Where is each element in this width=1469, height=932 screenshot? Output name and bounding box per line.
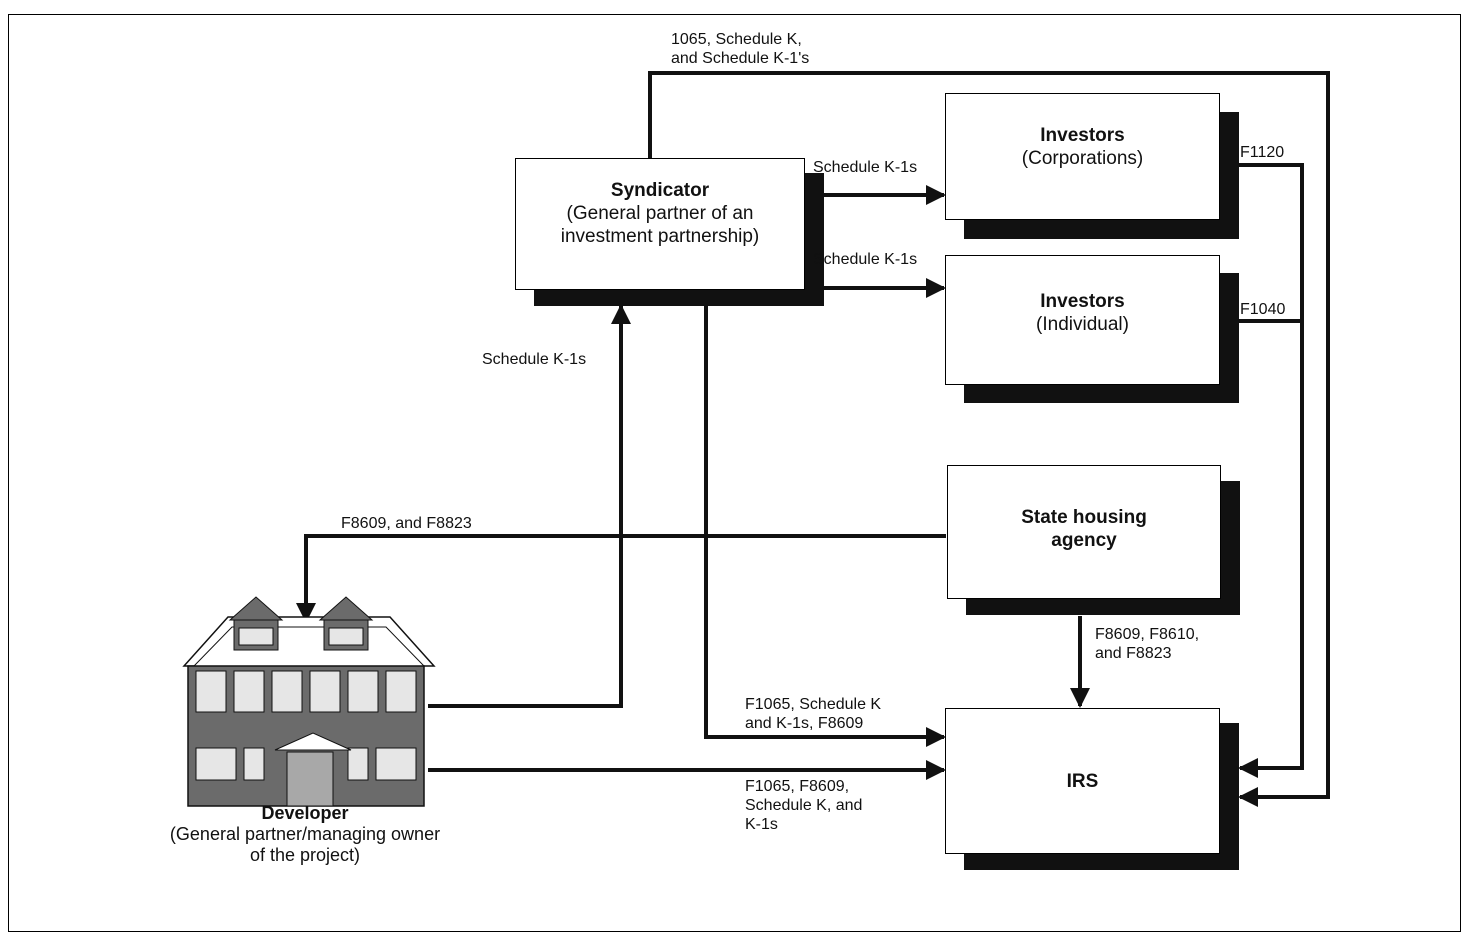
state-agency-box: State housing agency [947,465,1221,599]
state-agency-line-1: agency [1051,530,1117,551]
syndicator-title: Syndicator [610,180,710,201]
investors-corp-title: Investors [1040,125,1125,146]
label-dev-to-irs-line-3: K-1s [745,816,778,833]
developer-caption: Developer (General partner/managing owne… [140,803,470,866]
label-synd-to-irs-bottom-line-1: F1065, Schedule K [745,696,882,713]
apartment-building-icon [182,596,436,807]
investors-ind-title: Investors [1040,291,1125,312]
developer-line-2: of the project) [249,845,361,865]
label-agency-to-irs-line-2: and F8823 [1095,645,1172,662]
arrow-synd-to-irs-bottom [704,306,946,747]
label-agency-to-irs-line-1: F8609, F8610, [1095,626,1200,643]
developer-line-1: (General partner/managing owner [169,824,441,844]
investors-ind-box: Investors (Individual) [945,255,1220,385]
label-synd-to-irs-top-line-1: 1065, Schedule K, [671,31,802,48]
investors-corp-box: Investors (Corporations) [945,93,1220,220]
label-synd-to-irs-bottom: F1065, Schedule K and K-1s, F8609 [745,695,881,733]
irs-box: IRS [945,708,1220,854]
label-dev-to-irs: F1065, F8609, Schedule K, and K-1s [745,777,862,834]
syndicator-line-2: investment partnership) [560,226,760,247]
arrow-agency-to-dev [296,534,946,623]
label-synd-to-ind: Schedule K-1s [813,251,918,268]
label-dev-to-synd: Schedule K-1s [482,351,587,368]
state-agency-title: State housing [1021,507,1147,528]
developer-title: Developer [261,803,349,823]
label-corp-to-irs: F1120 [1240,144,1285,161]
irs-title: IRS [1066,770,1099,792]
investors-corp-line-1: (Corporations) [1021,148,1144,169]
investors-ind-line-1: (Individual) [1036,314,1129,335]
label-dev-to-irs-line-1: F1065, F8609, [745,778,850,795]
label-synd-to-irs-top: 1065, Schedule K, and Schedule K-1's [671,30,809,68]
syndicator-box: Syndicator (General partner of an invest… [515,158,805,290]
arrow-corp-to-irs [1238,163,1304,778]
label-agency-to-dev: F8609, and F8823 [341,515,472,532]
arrow-synd-to-irs-top [648,71,1330,807]
label-synd-to-irs-top-line-2: and Schedule K-1's [671,50,810,67]
label-dev-to-irs-line-2: Schedule K, and [745,797,863,814]
arrow-dev-to-synd [428,304,631,708]
label-agency-to-irs: F8609, F8610, and F8823 [1095,625,1199,663]
syndicator-line-1: (General partner of an [566,203,754,224]
label-synd-to-corp: Schedule K-1s [813,159,918,176]
label-ind-to-irs: F1040 [1240,301,1286,318]
label-synd-to-irs-bottom-line-2: and K-1s, F8609 [745,715,864,732]
